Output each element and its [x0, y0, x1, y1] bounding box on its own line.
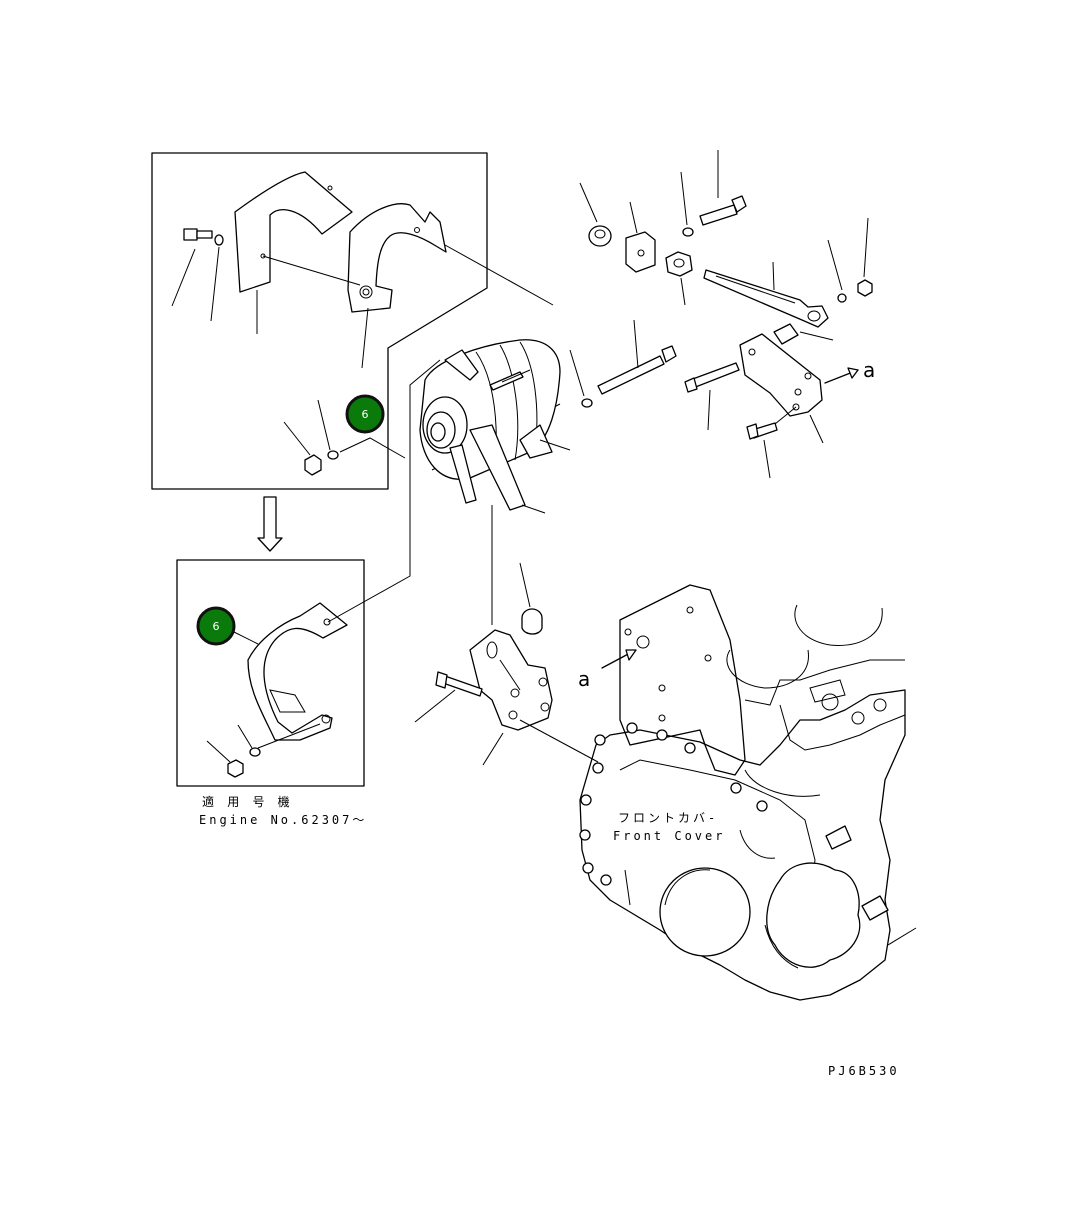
front-cover-label-en: Front Cover	[613, 829, 725, 843]
engine-front-cover	[580, 585, 916, 1000]
mounting-hardware-upper	[580, 150, 872, 344]
front-cover-label-jp: フロントカバ-	[618, 811, 718, 825]
upper-detail-frame	[152, 153, 487, 489]
through-bolt	[570, 320, 676, 407]
text-labels: a a 適 用 号 機 Engine No.62307～ フロントカバ- Fro…	[199, 358, 900, 1078]
callout-circle-lower[interactable]	[198, 608, 234, 644]
callout-number-upper: 6	[362, 408, 369, 421]
callout-number-lower: 6	[213, 620, 220, 633]
view-marker-a-right: a	[863, 358, 875, 382]
adjusting-bracket	[685, 334, 858, 478]
view-marker-a-left: a	[578, 667, 590, 691]
lower-detail-parts	[207, 603, 347, 777]
lower-detail-frame	[177, 560, 364, 786]
callout-circle-upper[interactable]	[347, 396, 383, 432]
drawing-code: PJ6B530	[828, 1064, 900, 1078]
detail-transition-arrow	[258, 497, 282, 551]
alternator	[420, 340, 570, 513]
applicable-serial-jp: 適 用 号 機	[202, 794, 293, 809]
callout-marker-lower[interactable]: 6	[198, 608, 234, 644]
applicable-engine-number: Engine No.62307～	[199, 813, 367, 827]
callout-marker-upper[interactable]: 6	[347, 396, 383, 432]
alternator-lower-bracket	[415, 505, 598, 765]
upper-detail-parts	[172, 172, 446, 475]
